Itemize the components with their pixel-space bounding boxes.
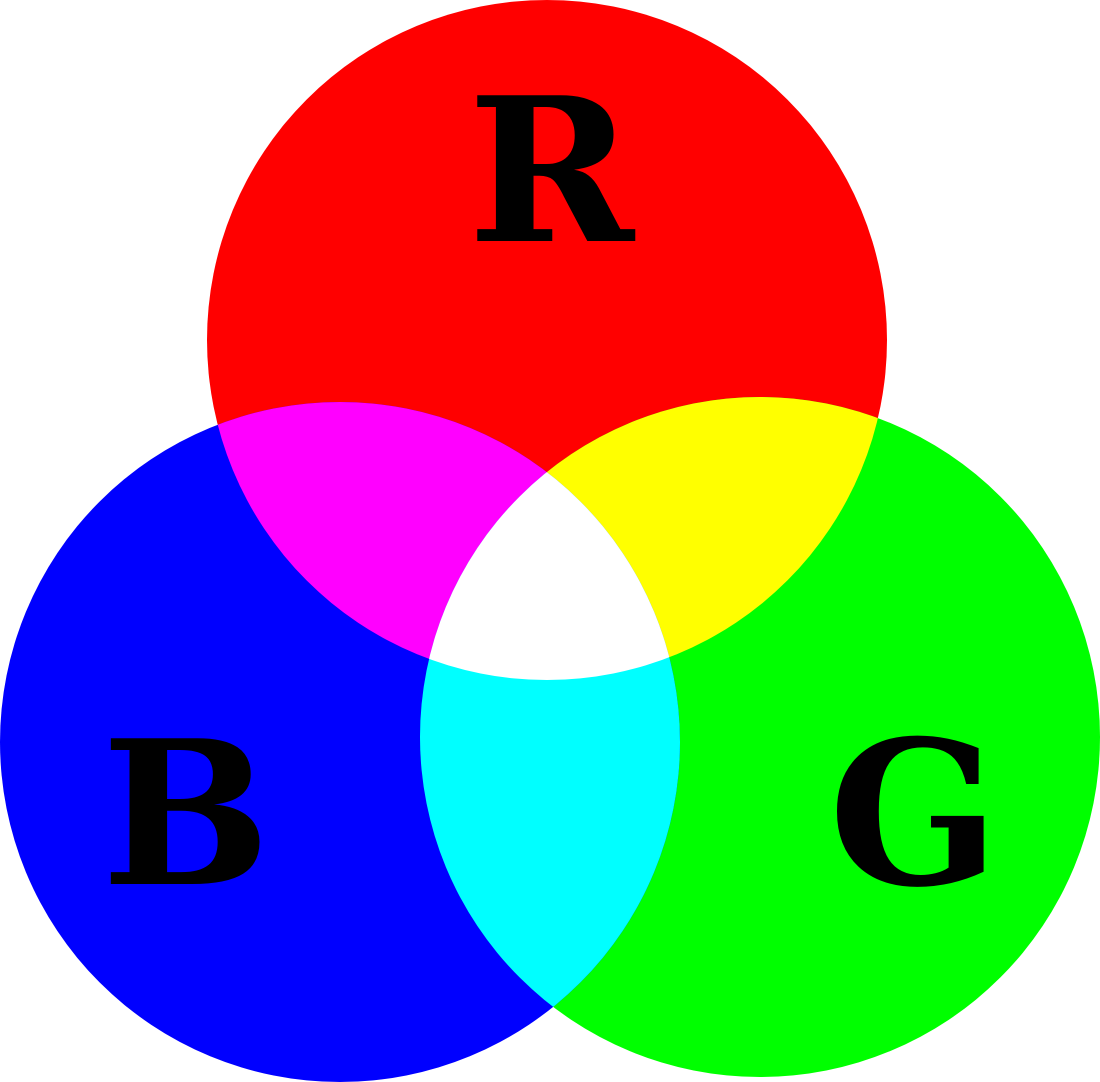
green-label: G: [829, 697, 1000, 932]
red-label: R: [468, 54, 636, 289]
red-green-blue-overlap: [420, 402, 680, 680]
blue-label: B: [101, 697, 270, 932]
